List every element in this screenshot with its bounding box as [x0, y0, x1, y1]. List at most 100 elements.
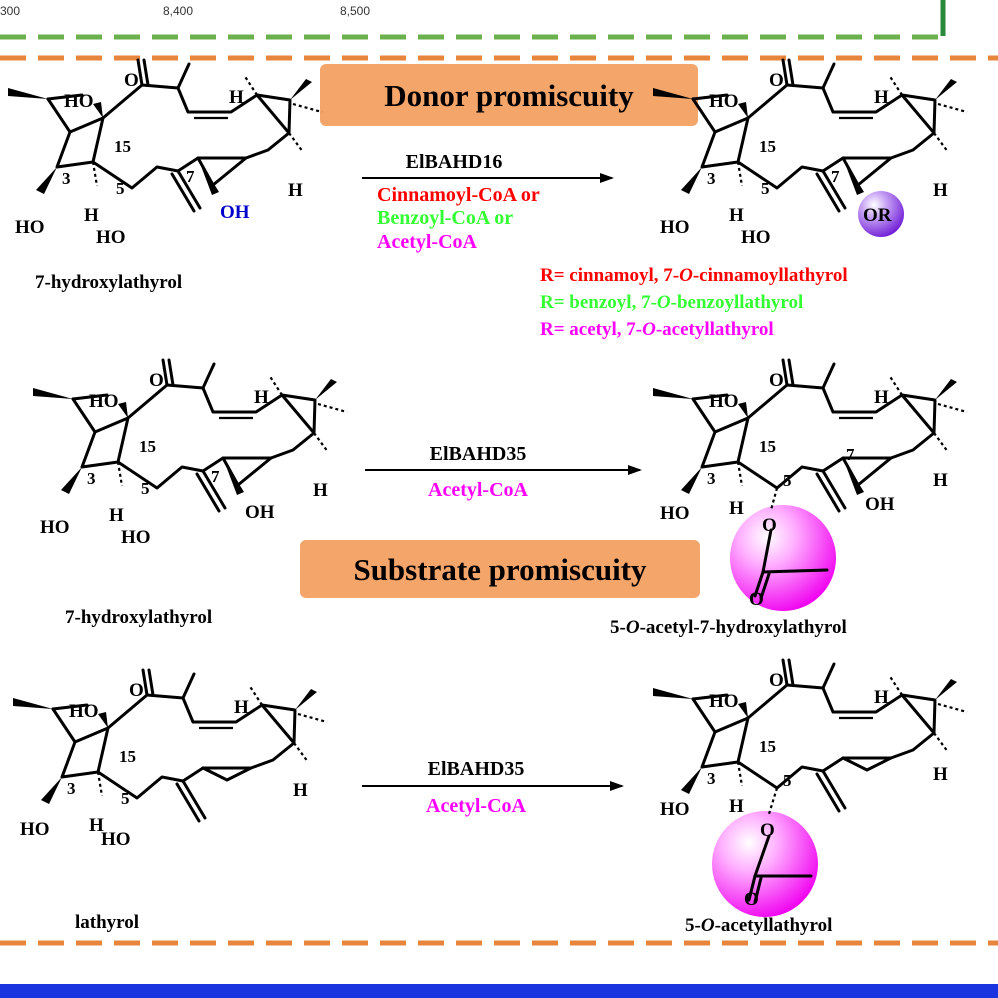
axis-tick-3: 8,500 [340, 4, 370, 18]
svg-text:H: H [933, 470, 948, 491]
banner-substrate-promiscuity: Substrate promiscuity [300, 540, 700, 598]
svg-text:HO: HO [64, 91, 94, 112]
axis-tick-1: 300 [0, 4, 20, 18]
blue-bottom-bar [0, 984, 998, 998]
svg-text:OH: OH [865, 494, 895, 515]
axis-tick-2: 8,400 [163, 4, 193, 18]
svg-text:Acetyl-CoA: Acetyl-CoA [426, 795, 527, 817]
svg-text:H: H [933, 764, 948, 785]
svg-text:H: H [254, 387, 269, 408]
svg-text:H: H [729, 796, 744, 817]
svg-text:HO: HO [121, 527, 151, 548]
svg-text:O: O [124, 70, 139, 91]
product-3-name: 5-O-acetyllathyrol [685, 915, 832, 936]
product-1-structure: O HO 15 3 5 7 H H H HO HO OR [651, 58, 969, 248]
svg-text:HO: HO [69, 701, 99, 722]
svg-text:Acetyl-CoA: Acetyl-CoA [428, 479, 529, 501]
svg-text:15: 15 [759, 137, 776, 156]
svg-text:H: H [874, 387, 889, 408]
svg-text:O: O [769, 370, 784, 391]
svg-text:5: 5 [783, 471, 792, 490]
substrate-3-name: lathyrol [75, 912, 139, 933]
svg-text:HO: HO [96, 227, 126, 248]
substrate-2-name: 7-hydroxylathyrol [65, 607, 212, 628]
svg-text:15: 15 [114, 137, 131, 156]
svg-text:H: H [933, 180, 948, 201]
svg-text:H: H [874, 687, 889, 708]
svg-text:3: 3 [67, 779, 76, 798]
svg-text:O: O [744, 889, 759, 910]
product-2-structure: O HO 15 3 5 7 H H H HO O O OH [651, 358, 969, 611]
svg-text:HO: HO [20, 819, 50, 840]
svg-text:3: 3 [707, 469, 716, 488]
reaction-arrow-1: ElBAHD16 Cinnamoyl-CoA or Benzoyl-CoA or… [362, 151, 614, 253]
svg-text:O: O [129, 680, 144, 701]
svg-text:O: O [769, 670, 784, 691]
svg-text:HO: HO [709, 391, 739, 412]
svg-text:HO: HO [741, 227, 771, 248]
svg-text:OR: OR [863, 205, 892, 226]
svg-text:H: H [288, 180, 303, 201]
svg-text:15: 15 [759, 437, 776, 456]
svg-text:3: 3 [62, 169, 71, 188]
svg-text:H: H [234, 697, 249, 718]
svg-text:H: H [729, 205, 744, 226]
svg-text:O: O [749, 589, 764, 610]
svg-text:ElBAHD35: ElBAHD35 [430, 443, 527, 465]
svg-text:H: H [293, 780, 308, 801]
svg-text:Donor promiscuity: Donor promiscuity [384, 78, 634, 113]
svg-text:3: 3 [87, 469, 96, 488]
reaction-arrow-3: ElBAHD35 Acetyl-CoA [362, 758, 624, 817]
product-3-structure: O HO 15 3 5 H H H HO O O [651, 658, 969, 917]
svg-text:5: 5 [116, 179, 125, 198]
svg-text:HO: HO [660, 217, 690, 238]
svg-text:H: H [84, 205, 99, 226]
svg-text:3: 3 [707, 769, 716, 788]
svg-text:HO: HO [660, 503, 690, 524]
svg-text:7: 7 [846, 445, 855, 464]
svg-text:ElBAHD35: ElBAHD35 [428, 758, 525, 780]
svg-text:R= benzoyl, 7-O-benzoyllathyro: R= benzoyl, 7-O-benzoyllathyrol [540, 292, 803, 313]
svg-text:H: H [729, 498, 744, 519]
svg-text:O: O [149, 370, 164, 391]
substrate-1-name: 7-hydroxylathyrol [35, 272, 182, 293]
svg-text:Cinnamoyl-CoA or: Cinnamoyl-CoA or [377, 184, 540, 206]
r-group-legend: R= cinnamoyl, 7-O-cinnamoyllathyrol R= b… [540, 265, 848, 340]
svg-text:7: 7 [211, 467, 220, 486]
substrate-3-structure: O HO 15 3 5 H H H HO HO [11, 668, 329, 850]
svg-text:ElBAHD16: ElBAHD16 [406, 151, 503, 173]
banner-donor-promiscuity: Donor promiscuity [320, 64, 698, 126]
svg-text:O: O [760, 820, 775, 841]
svg-text:15: 15 [139, 437, 156, 456]
reaction-arrow-2: ElBAHD35 Acetyl-CoA [365, 443, 642, 501]
svg-text:H: H [229, 87, 244, 108]
svg-text:HO: HO [101, 829, 131, 850]
svg-text:Benzoyl-CoA or: Benzoyl-CoA or [377, 207, 513, 229]
svg-text:HO: HO [89, 391, 119, 412]
svg-text:7: 7 [186, 167, 195, 186]
svg-text:15: 15 [119, 747, 136, 766]
svg-text:H: H [109, 505, 124, 526]
svg-text:HO: HO [15, 217, 45, 238]
svg-text:HO: HO [660, 799, 690, 820]
svg-text:3: 3 [707, 169, 716, 188]
svg-text:O: O [762, 515, 777, 536]
svg-text:Acetyl-CoA: Acetyl-CoA [377, 231, 478, 253]
svg-text:5: 5 [761, 179, 770, 198]
svg-text:HO: HO [40, 517, 70, 538]
svg-text:7: 7 [831, 167, 840, 186]
svg-text:H: H [874, 87, 889, 108]
svg-text:Substrate promiscuity: Substrate promiscuity [353, 552, 647, 587]
substrate-1-structure: O HO 15 3 5 7 H H H HO HO OH [6, 58, 324, 248]
svg-text:O: O [769, 70, 784, 91]
svg-text:OH: OH [245, 502, 275, 523]
svg-text:H: H [313, 480, 328, 501]
svg-text:HO: HO [709, 91, 739, 112]
svg-text:R= cinnamoyl, 7-O-cinnamoyllat: R= cinnamoyl, 7-O-cinnamoyllathyrol [540, 265, 848, 286]
svg-text:5: 5 [783, 771, 792, 790]
svg-text:5: 5 [141, 479, 150, 498]
svg-text:15: 15 [759, 737, 776, 756]
svg-text:5: 5 [121, 789, 130, 808]
svg-text:HO: HO [709, 691, 739, 712]
